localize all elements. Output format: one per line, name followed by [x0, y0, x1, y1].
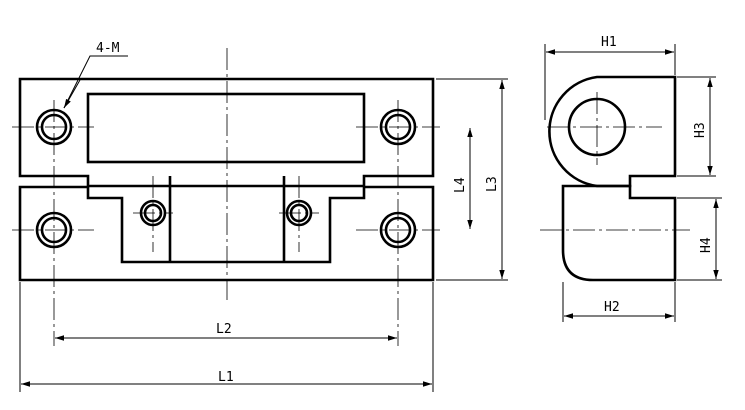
front-centerlines [12, 48, 440, 346]
front-view: 4-M L1 L2 L3 L4 [12, 41, 508, 392]
dimension-h1-label: H1 [601, 35, 617, 50]
dimension-h4: H4 [677, 197, 722, 281]
dimension-h3-label: H3 [693, 122, 708, 138]
hole-callout: 4-M [63, 41, 128, 109]
dimension-l2-label: L2 [216, 322, 232, 337]
knuckle-block [168, 176, 286, 262]
dimension-h3: H3 [677, 76, 716, 177]
lower-knuckle-outline [561, 184, 677, 282]
side-centerlines [540, 92, 690, 231]
dimension-h2: H2 [562, 282, 676, 322]
upper-leaf-window [86, 92, 366, 164]
dimension-l2: L2 [55, 322, 397, 341]
dimension-l4-label: L4 [453, 177, 468, 193]
dimension-h4-label: H4 [699, 237, 714, 253]
hole-callout-label: 4-M [96, 41, 120, 56]
dimension-h1: H1 [544, 35, 676, 120]
dimension-l3: L3 [436, 78, 508, 281]
dimension-l4: L4 [453, 128, 473, 229]
lower-leaf-outline [18, 185, 435, 282]
dimension-l1: L1 [19, 282, 434, 392]
dimension-h2-label: H2 [604, 300, 620, 315]
side-view: H1 H2 H3 H4 [540, 35, 722, 322]
dimension-l1-label: L1 [218, 370, 234, 385]
dimension-l3-label: L3 [485, 176, 500, 192]
